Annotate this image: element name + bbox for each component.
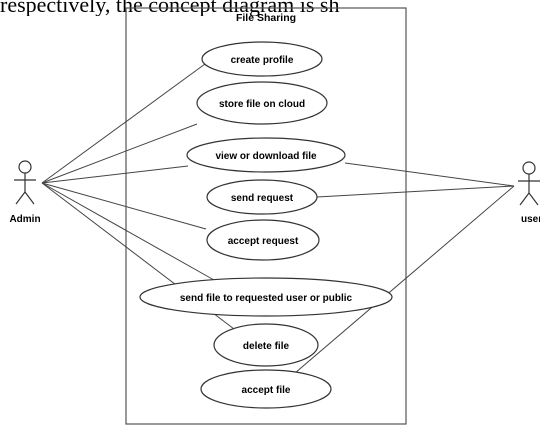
use-case-label: view or download file [215,151,317,162]
use-case-store-file-on-cloud[interactable]: store file on cloud [196,81,328,125]
use-case-ellipse [200,369,332,409]
association-line-admin-uc6 [41,182,215,281]
use-case-send-file-to-requested-user-or-public[interactable]: send file to requested user or public [139,277,393,317]
association-line-admin-uc1 [41,63,206,184]
actor-label: user [521,214,540,225]
use-case-label: delete file [243,341,290,352]
use-case-accept-request[interactable]: accept request [206,219,320,261]
actor-user[interactable]: user [518,161,540,225]
stick-figure-icon [14,160,36,205]
use-case-create-profile[interactable]: create profile [201,41,323,77]
association-line-admin-uc5 [41,182,207,230]
use-case-ellipse [139,277,393,317]
association-line-admin-uc2 [41,123,198,184]
association-line-user-uc4 [316,185,515,198]
system-boundary [125,7,407,425]
use-case-delete-file[interactable]: delete file [213,323,319,367]
association-lines [41,63,515,374]
actor-admin[interactable]: Admin [9,160,41,225]
use-case-label: accept file [242,385,291,396]
use-case-label: store file on cloud [219,99,305,110]
use-case-ellipse [213,323,319,367]
use-case-ellipse [196,81,328,125]
use-case-ellipse [206,179,318,215]
use-case-view-or-download-file[interactable]: view or download file [186,137,346,173]
use-case-label: send file to requested user or public [180,293,353,304]
use-case-accept-file[interactable]: accept file [200,369,332,409]
stick-figure-icon [518,161,540,206]
use-case-send-request[interactable]: send request [206,179,318,215]
actor-label: Admin [9,214,40,225]
association-line-user-uc3 [344,162,515,187]
system-title: File Sharing [236,12,296,24]
association-line-user-uc8 [294,185,515,374]
use-case-label: create profile [231,55,294,66]
use-case-ellipse [201,41,323,77]
use-case-label: accept request [228,236,299,247]
association-line-admin-uc3 [41,165,189,184]
use-case-ellipse [186,137,346,173]
use-case-label: send request [231,193,294,204]
use-case-ellipse [206,219,320,261]
